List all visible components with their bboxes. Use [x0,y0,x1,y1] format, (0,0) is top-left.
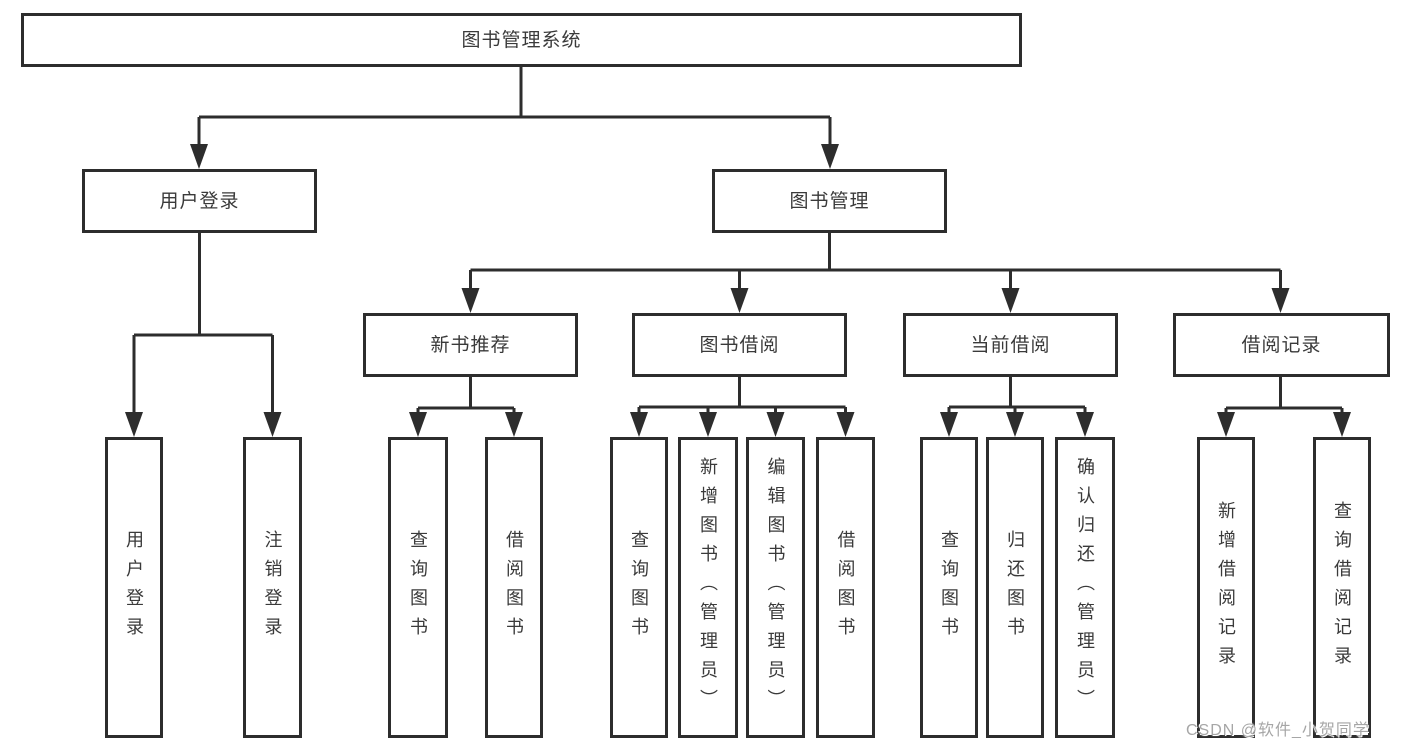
node-edit-books-admin-label: 编辑图书（管理员） [765,457,786,718]
node-add-books-admin: 新增图书（管理员） [678,437,738,738]
arrowhead-return-books [1006,412,1024,437]
arrowhead-user-login-leaf [125,412,143,437]
arrowhead-book-borrow [730,288,749,313]
node-borrow-records: 借阅记录 [1173,313,1390,377]
arrowhead-borrow-books-1 [505,412,523,437]
node-current-borrow: 当前借阅 [903,313,1118,377]
node-user-login-leaf: 用户登录 [105,437,163,738]
node-borrow-records-label: 借阅记录 [1241,334,1322,356]
arrowhead-query-books-3 [940,412,958,437]
node-user-login: 用户登录 [82,169,317,233]
arrowhead-add-borrow-record [1217,412,1235,437]
node-root-label: 图书管理系统 [461,29,582,51]
node-user-login-label: 用户登录 [159,190,240,212]
node-edit-books-admin: 编辑图书（管理员） [746,437,805,738]
arrowhead-borrow-books-2 [836,412,855,437]
node-query-books-3: 查询图书 [920,437,978,738]
edge-borrow-records-children [1224,377,1344,414]
node-logout: 注销登录 [243,437,302,738]
edge-root-to-level2 [197,67,832,146]
node-query-books-2-label: 查询图书 [629,529,649,646]
node-confirm-return-admin: 确认归还（管理员） [1055,437,1115,738]
node-borrow-books-1: 借阅图书 [485,437,543,738]
arrowhead-query-books-1 [409,412,427,437]
edge-current-borrow-children [947,377,1087,414]
node-user-login-leaf-label: 用户登录 [124,529,144,646]
node-borrow-books-2-label: 借阅图书 [835,529,856,646]
arrowhead-new-books [461,288,480,313]
node-query-books-1-label: 查询图书 [408,529,428,646]
watermark: CSDN @软件_小贺同学 [1186,722,1370,739]
node-book-mgmt-label: 图书管理 [789,190,870,212]
node-add-borrow-record: 新增借阅记录 [1197,437,1255,738]
arrowhead-user-login [190,144,208,169]
node-book-mgmt: 图书管理 [712,169,947,233]
arrowhead-logout [263,412,282,437]
node-query-borrow-record-label: 查询借阅记录 [1332,500,1352,675]
node-borrow-books-1-label: 借阅图书 [504,529,524,646]
edge-book-mgmt-children [469,233,1282,290]
edge-new-books-children [416,377,516,414]
node-new-books: 新书推荐 [363,313,578,377]
edge-user-login-children [132,233,274,414]
node-query-borrow-record: 查询借阅记录 [1313,437,1371,738]
node-add-books-admin-label: 新增图书（管理员） [698,457,718,718]
node-return-books-label: 归还图书 [1005,529,1025,646]
arrowhead-book-mgmt [821,144,839,169]
node-query-books-3-label: 查询图书 [939,529,959,646]
edge-book-borrow-children [637,377,847,414]
node-logout-label: 注销登录 [262,529,283,646]
node-current-borrow-label: 当前借阅 [970,334,1051,356]
node-add-borrow-record-label: 新增借阅记录 [1216,500,1236,675]
node-query-books-1: 查询图书 [388,437,448,738]
arrowhead-current-borrow [1001,288,1020,313]
arrowhead-add-books [699,412,717,437]
node-book-borrow: 图书借阅 [632,313,847,377]
node-new-books-label: 新书推荐 [430,334,511,356]
node-return-books: 归还图书 [986,437,1044,738]
node-confirm-return-admin-label: 确认归还（管理员） [1075,457,1095,718]
node-query-books-2: 查询图书 [610,437,668,738]
node-root: 图书管理系统 [21,13,1022,67]
arrowhead-borrow-records [1271,288,1290,313]
arrowhead-query-books-2 [630,412,648,437]
node-book-borrow-label: 图书借阅 [699,334,780,356]
arrowhead-edit-books [766,412,785,437]
arrowhead-query-borrow-record [1333,412,1351,437]
arrowhead-confirm-return [1076,412,1094,437]
node-borrow-books-2: 借阅图书 [816,437,875,738]
